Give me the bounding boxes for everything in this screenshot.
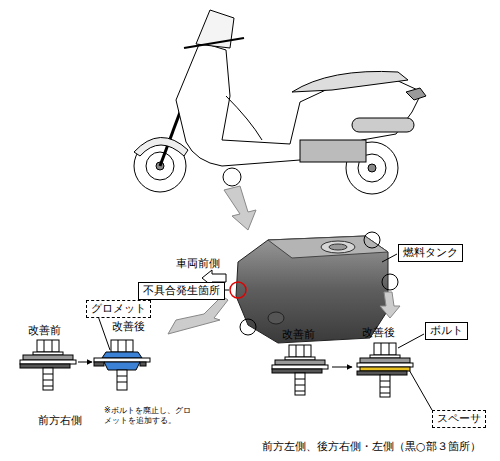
node-text: ボルト — [430, 324, 463, 337]
callout-box: 燃料タンク — [398, 244, 463, 262]
pointer-arrow — [224, 186, 256, 230]
fuel-tank-drawing — [230, 232, 398, 343]
state-label: 改善後 — [362, 326, 395, 340]
leader-line — [98, 316, 110, 350]
part-callout: グロメット — [86, 300, 151, 318]
change-arrow — [78, 362, 92, 363]
node-text: スペーサ — [437, 412, 481, 425]
position-label: 前方右側 — [38, 414, 82, 428]
scooter-drawing — [134, 10, 426, 194]
part-callout: ボルト — [425, 322, 468, 340]
node-text: グロメット — [91, 302, 146, 315]
leader-line — [382, 254, 397, 262]
node-text: 燃料タンク — [403, 246, 458, 259]
part-callout: スペーサ — [432, 410, 486, 428]
callout-box: 不具合発生箇所 — [138, 282, 225, 300]
state-label: 改善後 — [112, 320, 145, 334]
bolt-before — [272, 345, 328, 395]
note-text: ※ボルトを廃止し、グロメットを追加する。 — [104, 406, 196, 427]
direction-label: 車両前側 — [176, 257, 220, 271]
state-label: 改善前 — [28, 324, 61, 338]
bolt-before — [20, 340, 76, 390]
leader-line — [408, 368, 432, 410]
position-label: 前方左側、後方右側・左側（黒○部３箇所） — [262, 440, 481, 454]
state-label: 改善前 — [282, 328, 315, 342]
leader-line — [398, 334, 424, 348]
node-text: 不具合発生箇所 — [143, 284, 220, 297]
pointer-arrow — [380, 292, 400, 318]
pointer-arrow — [168, 296, 228, 334]
bolt-after-spacer — [357, 343, 413, 397]
bolt-after-grommet — [94, 340, 150, 390]
change-arrow — [332, 367, 352, 368]
